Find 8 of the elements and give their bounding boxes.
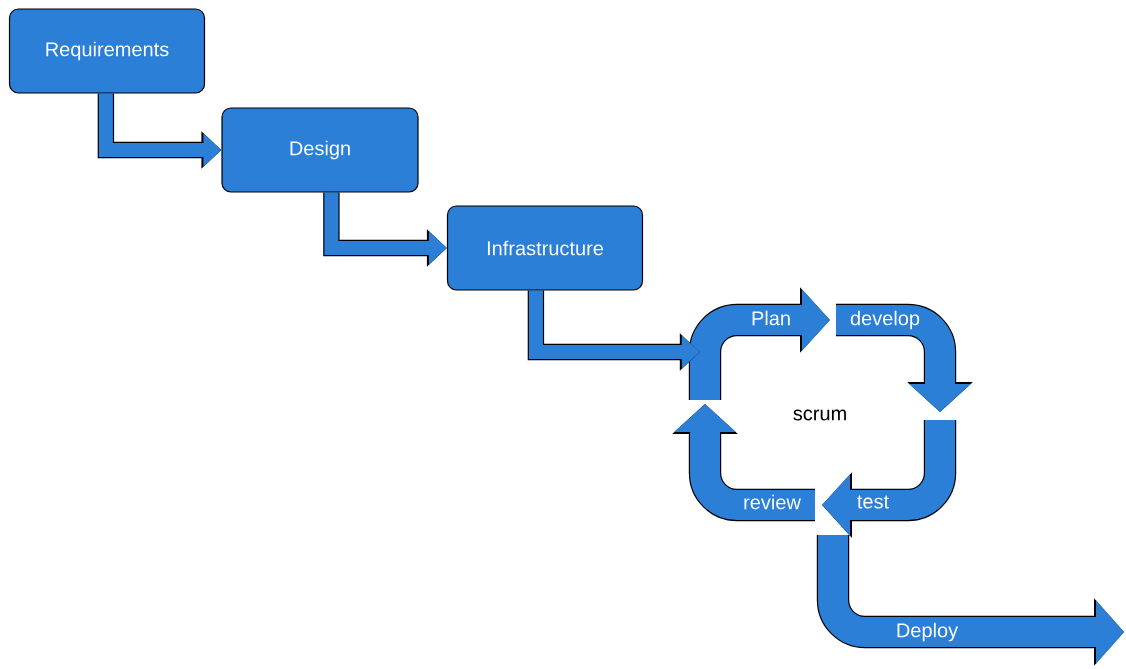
node-label: Plan [752,310,790,326]
node-label: review [744,494,801,510]
node-label: Deploy [897,622,959,642]
process-box: Infrastructure [446,205,644,291]
node-label: test [857,495,889,509]
process-box: Requirements [8,8,206,94]
process-box: Design [221,107,419,193]
node-label: develop [850,310,920,330]
